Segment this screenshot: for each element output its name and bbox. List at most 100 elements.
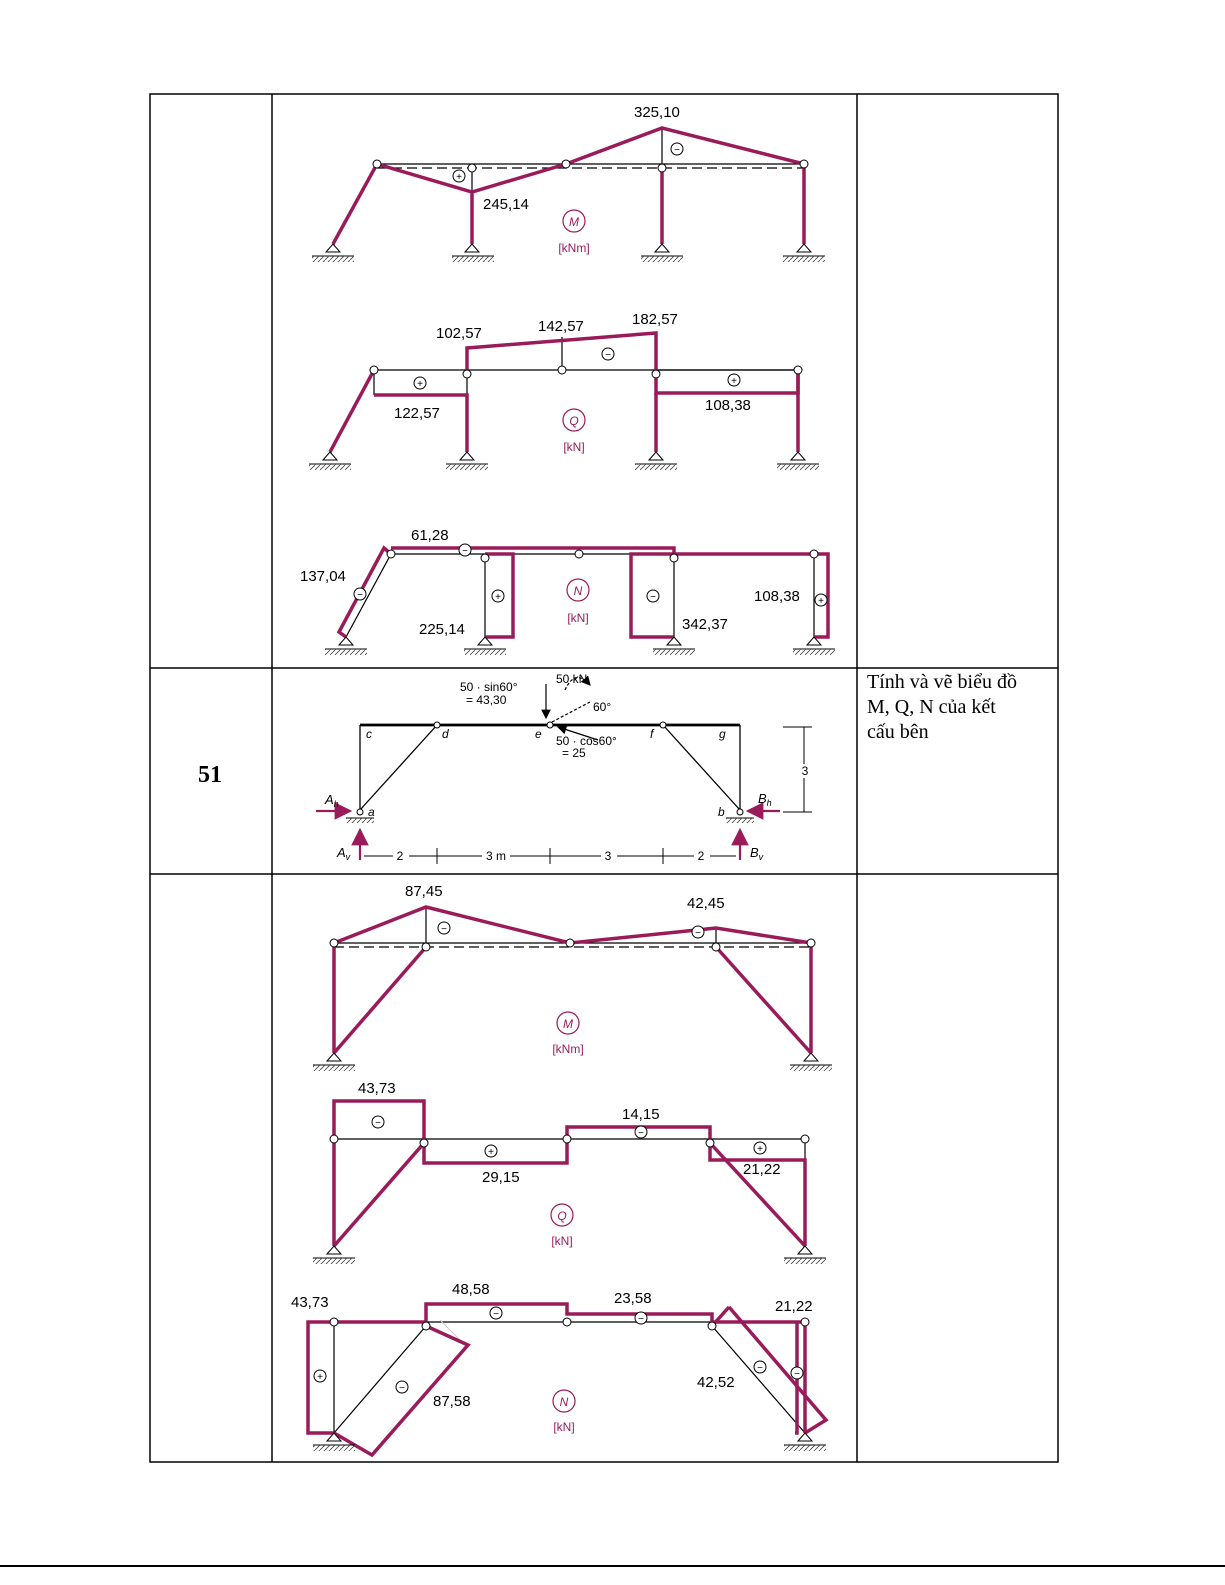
svg-text:+: + — [317, 1372, 323, 1383]
prev-shear-label: Q [kN] — [562, 408, 586, 454]
svg-text:M: M — [569, 215, 579, 229]
result-shear-sign-2: − — [634, 1125, 648, 1139]
result-shear-diagram: − − + + 43,73 14,15 29,15 21,22 Q [kN] — [313, 1080, 826, 1264]
dimension-2: 3 m — [486, 849, 506, 863]
result-normal-sign-6: − — [753, 1360, 767, 1374]
result-normal-value-5: 87,58 — [433, 1393, 471, 1410]
svg-text:N: N — [560, 1395, 569, 1409]
prev-shear-value-2: 142,57 — [538, 318, 584, 335]
prev-normal-sign-3: + — [491, 589, 505, 603]
reaction-ah: Ah — [324, 792, 339, 809]
result-normal-diagram: + − − − − − 43,73 48,58 23,58 21,22 87,5… — [291, 1281, 829, 1458]
svg-text:−: − — [493, 1309, 499, 1320]
result-normal-value-2: 48,58 — [452, 1281, 490, 1298]
prev-normal-sign-2: − — [353, 587, 367, 601]
svg-text:[kN]: [kN] — [567, 611, 588, 625]
result-normal-sign-1: + — [313, 1369, 327, 1383]
svg-text:+: + — [417, 379, 423, 390]
svg-text:−: − — [638, 1314, 644, 1325]
task-description: Tính và vẽ biểu đồ M, Q, N của kết cấu b… — [867, 670, 1052, 745]
prev-normal-value-1: 61,28 — [411, 527, 449, 544]
svg-text:+: + — [488, 1147, 494, 1158]
problem-51-structure: c d e f g a b 50 · sin60° = 43,30 50 kN … — [316, 672, 812, 864]
prev-shear-value-4: 122,57 — [394, 405, 440, 422]
result-normal-value-6: 42,52 — [697, 1374, 735, 1391]
prev-normal-sign-5: + — [814, 593, 828, 607]
prev-normal-value-5: 108,38 — [754, 588, 800, 605]
result-moment-diagram: − − 87,45 42,45 M [kNm] — [313, 883, 832, 1071]
result-shear-value-4: 21,22 — [743, 1161, 781, 1178]
prev-normal-sign-1: − — [458, 543, 472, 557]
node-c: c — [366, 727, 372, 741]
svg-text:−: − — [757, 1363, 763, 1374]
dimension-height: 3 — [802, 764, 809, 778]
result-shear-label: Q [kN] — [550, 1203, 574, 1248]
reaction-bv: Bv — [750, 845, 764, 862]
prev-shear-value-1: 102,57 — [436, 325, 482, 342]
result-moment-sign-1: − — [437, 921, 451, 935]
prev-normal-label: N [kN] — [566, 578, 590, 625]
prev-shear-sign-2: − — [601, 347, 615, 361]
svg-text:−: − — [605, 350, 611, 361]
result-shear-sign-1: − — [371, 1115, 385, 1129]
task-line-3: cấu bên — [867, 721, 929, 743]
result-normal-sign-2: − — [489, 1306, 503, 1320]
node-b: b — [718, 805, 725, 819]
result-moment-value-2: 42,45 — [687, 895, 725, 912]
svg-text:−: − — [638, 1128, 644, 1139]
svg-text:[kNm]: [kNm] — [552, 1042, 583, 1056]
prev-normal-value-2: 137,04 — [300, 568, 346, 585]
svg-text:−: − — [357, 590, 363, 601]
dimension-4: 2 — [698, 849, 705, 863]
prev-shear-value-5: 108,38 — [705, 397, 751, 414]
result-shear-value-1: 43,73 — [358, 1080, 396, 1097]
svg-text:−: − — [462, 546, 468, 557]
dimension-3: 3 — [605, 849, 612, 863]
load-force: 50 kN — [556, 672, 587, 686]
task-line-1: Tính và vẽ biểu đồ — [867, 671, 1017, 693]
prev-shear-value-3: 182,57 — [632, 311, 678, 328]
prev-normal-value-3: 225,14 — [419, 621, 465, 638]
node-d: d — [442, 727, 449, 741]
result-normal-value-3: 23,58 — [614, 1290, 652, 1307]
svg-text:M: M — [563, 1017, 573, 1031]
load-vertical-2: = 43,30 — [466, 693, 507, 707]
svg-text:−: − — [399, 1383, 405, 1394]
svg-text:N: N — [574, 584, 583, 598]
prev-moment-value-2: 245,14 — [483, 196, 529, 213]
result-shear-sign-4: + — [753, 1141, 767, 1155]
prev-normal-sign-4: − — [646, 589, 660, 603]
problem-number: 51 — [198, 762, 222, 788]
result-shear-sign-3: + — [484, 1144, 498, 1158]
svg-text:+: + — [495, 592, 501, 603]
table-grid — [149, 93, 1059, 1463]
task-line-2: M, Q, N của kết — [867, 696, 996, 718]
load-horizontal-2: = 25 — [562, 746, 586, 760]
prev-moment-sign-2: − — [670, 142, 684, 156]
node-e: e — [535, 727, 542, 741]
svg-text:[kNm]: [kNm] — [558, 241, 589, 255]
svg-text:Q: Q — [557, 1209, 566, 1223]
svg-text:+: + — [757, 1144, 763, 1155]
prev-normal-value-4: 342,37 — [682, 616, 728, 633]
result-normal-value-4: 21,22 — [775, 1298, 813, 1315]
result-normal-sign-4: − — [790, 1366, 804, 1380]
svg-text:−: − — [375, 1118, 381, 1129]
reaction-av: Av — [336, 845, 351, 862]
prev-moment-diagram: + − 325,10 245,14 M [kNm] — [312, 104, 825, 262]
result-shear-value-3: 29,15 — [482, 1169, 520, 1186]
svg-text:+: + — [818, 596, 824, 607]
node-g: g — [719, 727, 726, 741]
prev-moment-sign-1: + — [452, 169, 466, 183]
svg-text:Q: Q — [569, 414, 578, 428]
svg-text:−: − — [695, 928, 701, 939]
svg-text:[kN]: [kN] — [551, 1234, 572, 1248]
node-a: a — [368, 805, 375, 819]
svg-text:−: − — [441, 924, 447, 935]
footer-rule — [0, 1565, 1225, 1567]
dimension-1: 2 — [397, 849, 404, 863]
svg-text:[kN]: [kN] — [563, 440, 584, 454]
prev-moment-value-1: 325,10 — [634, 104, 680, 121]
svg-text:−: − — [794, 1369, 800, 1380]
